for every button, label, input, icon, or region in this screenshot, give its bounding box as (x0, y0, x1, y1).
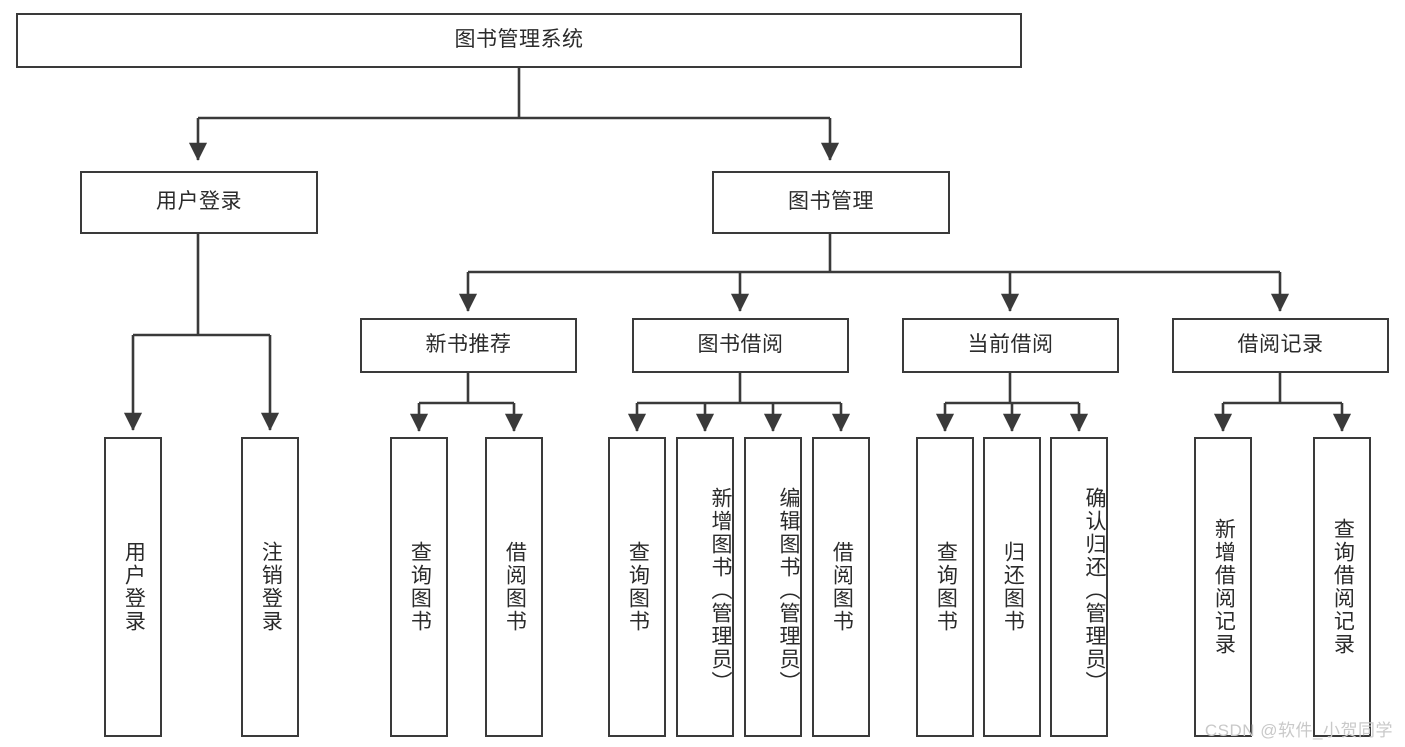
leaf-current-query-book[interactable]: 查询图书 (916, 437, 974, 737)
node-label: 图书借阅 (697, 333, 784, 357)
node-label: 新增借阅记录 (1212, 518, 1236, 656)
leaf-user-login-login[interactable]: 用户登录 (104, 437, 162, 737)
node-label: 查询图书 (934, 541, 958, 633)
node-borrow-record[interactable]: 借阅记录 (1172, 318, 1389, 373)
node-label: 归还图书 (1001, 541, 1025, 633)
node-label: 查询图书 (408, 541, 432, 633)
node-label: 注销登录 (259, 541, 283, 633)
node-label: 借阅图书 (830, 541, 854, 633)
node-label: 新增图书（管理员） (709, 486, 732, 694)
leaf-user-login-logout[interactable]: 注销登录 (241, 437, 299, 737)
node-label: 查询图书 (626, 541, 650, 633)
leaf-recommend-query-book[interactable]: 查询图书 (390, 437, 448, 737)
leaf-current-return-book[interactable]: 归还图书 (983, 437, 1041, 737)
leaf-borrow-query-book[interactable]: 查询图书 (608, 437, 666, 737)
leaf-borrow-borrow-book[interactable]: 借阅图书 (812, 437, 870, 737)
watermark-text: CSDN @软件_小贺同学 (1204, 721, 1393, 740)
node-label: 编辑图书（管理员） (777, 486, 800, 694)
leaf-record-add-record[interactable]: 新增借阅记录 (1194, 437, 1252, 737)
node-label: 图书管理 (788, 190, 874, 214)
node-book-borrow[interactable]: 图书借阅 (632, 318, 849, 373)
leaf-recommend-borrow-book[interactable]: 借阅图书 (485, 437, 543, 737)
leaf-borrow-add-book-admin[interactable]: 新增图书（管理员） (676, 437, 734, 737)
node-book-management[interactable]: 图书管理 (712, 171, 950, 234)
node-label: 借阅图书 (503, 541, 527, 633)
node-label: 用户登录 (156, 190, 242, 214)
node-label: 查询借阅记录 (1331, 518, 1355, 656)
leaf-record-query-record[interactable]: 查询借阅记录 (1313, 437, 1371, 737)
node-root-system[interactable]: 图书管理系统 (16, 13, 1022, 68)
node-label: 确认归还（管理员） (1083, 486, 1106, 694)
leaf-current-confirm-return-admin[interactable]: 确认归还（管理员） (1050, 437, 1108, 737)
node-current-borrow[interactable]: 当前借阅 (902, 318, 1119, 373)
node-label: 图书管理系统 (454, 28, 584, 52)
leaf-borrow-edit-book-admin[interactable]: 编辑图书（管理员） (744, 437, 802, 737)
node-label: 用户登录 (122, 541, 146, 633)
node-label: 借阅记录 (1237, 333, 1324, 357)
node-new-book-recommend[interactable]: 新书推荐 (360, 318, 577, 373)
node-user-login[interactable]: 用户登录 (80, 171, 318, 234)
node-label: 当前借阅 (967, 333, 1054, 357)
node-label: 新书推荐 (425, 333, 512, 357)
